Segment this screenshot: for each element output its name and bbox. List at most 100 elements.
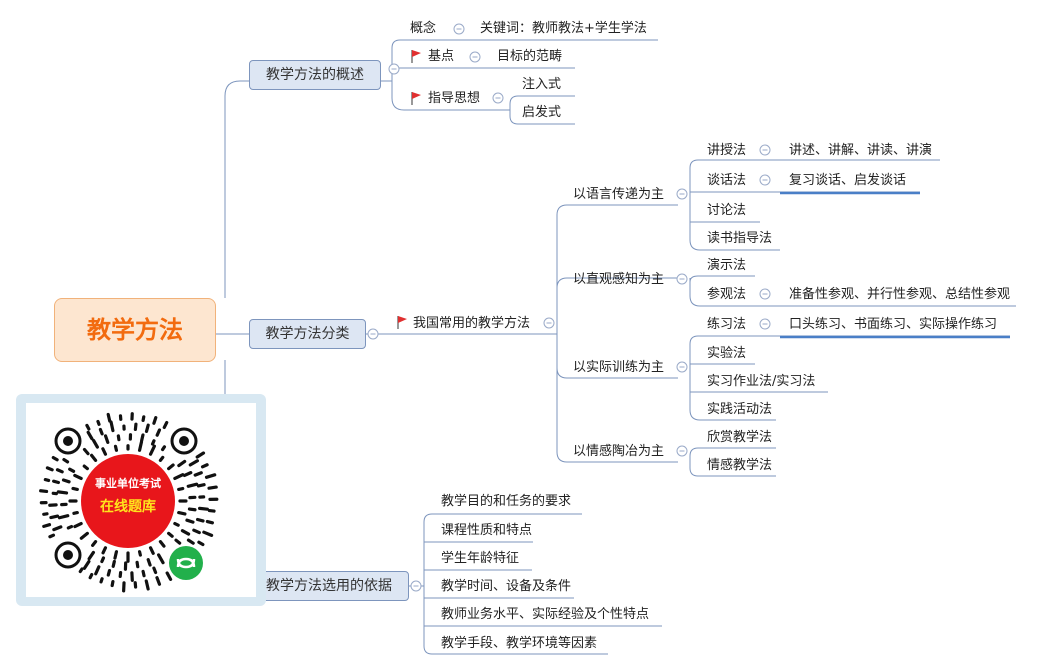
- node-practice-activity[interactable]: 实践活动法: [707, 402, 773, 417]
- qr-dash: [113, 550, 119, 560]
- collapse-icon[interactable]: [366, 327, 380, 341]
- qr-dash: [140, 433, 145, 443]
- node-basis-item[interactable]: 教学手段、教学环境等因素: [441, 636, 598, 651]
- node-injection[interactable]: 注入式: [522, 77, 562, 92]
- qr-dash: [148, 546, 155, 555]
- qr-label-line1: 事业单位考试: [95, 477, 161, 490]
- collapse-icon[interactable]: [542, 316, 556, 330]
- qr-dash: [177, 510, 187, 516]
- node-visit-detail[interactable]: 准备性参观、并行性参观、总结性参观: [789, 287, 1011, 302]
- branch-selection-basis[interactable]: 教学方法选用的依据: [249, 571, 409, 601]
- group-emotion[interactable]: 以情感陶冶为主: [573, 444, 665, 459]
- collapse-icon[interactable]: [452, 22, 466, 36]
- qr-dash: [186, 538, 195, 545]
- qr-dash: [195, 517, 205, 523]
- qr-dash: [99, 577, 104, 584]
- qr-dash: [158, 540, 166, 548]
- group-language[interactable]: 以语言传递为主: [573, 187, 665, 202]
- qr-dash: [55, 468, 64, 474]
- qr-dash: [116, 434, 121, 442]
- qr-dash: [173, 473, 185, 481]
- collapse-icon[interactable]: [675, 187, 689, 201]
- qr-dash: [141, 569, 146, 578]
- collapse-icon[interactable]: [758, 287, 772, 301]
- qr-dash: [197, 540, 205, 547]
- node-concept-detail[interactable]: 关键词：教师教法+学生学法: [480, 21, 647, 36]
- qr-dash: [91, 540, 98, 547]
- qr-dash: [51, 455, 59, 462]
- node-basis-item[interactable]: 课程性质和特点: [441, 523, 533, 538]
- node-basis-detail[interactable]: 目标的范畴: [497, 49, 563, 64]
- qr-code-image[interactable]: [26, 403, 256, 597]
- qr-dash: [82, 464, 89, 471]
- qr-dash: [207, 485, 218, 490]
- qr-dash: [167, 463, 175, 471]
- qr-dash: [87, 550, 96, 561]
- mini-program-icon: [169, 546, 203, 580]
- node-demonstration[interactable]: 演示法: [707, 258, 747, 273]
- qr-dash: [106, 568, 112, 577]
- node-reading-guidance[interactable]: 读书指导法: [707, 231, 773, 246]
- collapse-icon[interactable]: [758, 173, 772, 187]
- node-visit[interactable]: 参观法: [707, 287, 747, 302]
- node-conversation[interactable]: 谈话法: [707, 173, 747, 188]
- collapse-icon[interactable]: [758, 143, 772, 157]
- node-common-methods[interactable]: 我国常用的教学方法: [413, 316, 531, 331]
- collapse-icon[interactable]: [409, 579, 423, 593]
- node-concept[interactable]: 概念: [410, 21, 437, 36]
- qr-dash: [158, 455, 165, 462]
- node-basis-item[interactable]: 教学目的和任务的要求: [441, 494, 572, 509]
- qr-dash: [109, 420, 115, 433]
- node-experiment[interactable]: 实验法: [707, 346, 747, 361]
- qr-dash: [180, 529, 191, 536]
- collapse-icon[interactable]: [758, 317, 772, 331]
- node-exercise-detail[interactable]: 口头练习、书面练习、实际操作练习: [789, 317, 998, 332]
- qr-dash: [133, 422, 138, 431]
- node-heuristic[interactable]: 启发式: [522, 105, 562, 120]
- node-guiding-thought[interactable]: 指导思想: [428, 91, 481, 106]
- qr-dash: [79, 531, 89, 540]
- node-internship[interactable]: 实习作业法/实习法: [707, 374, 816, 389]
- qr-dash: [202, 530, 214, 537]
- node-exercise[interactable]: 练习法: [707, 317, 747, 332]
- collapse-icon[interactable]: [675, 360, 689, 374]
- qr-dash: [106, 412, 112, 423]
- qr-dash: [160, 445, 167, 452]
- qr-dash: [90, 453, 98, 462]
- branch-overview[interactable]: 教学方法的概述: [249, 60, 381, 90]
- collapse-icon[interactable]: [675, 272, 689, 286]
- node-discussion[interactable]: 讨论法: [707, 203, 747, 218]
- branch-classification[interactable]: 教学方法分类: [249, 319, 366, 349]
- qr-dash: [146, 558, 152, 567]
- qr-dash: [48, 533, 56, 539]
- node-lecture-detail[interactable]: 讲述、讲解、讲读、讲演: [789, 143, 933, 158]
- qr-dash: [43, 477, 51, 483]
- node-basis-item[interactable]: 教学时间、设备及条件: [441, 579, 572, 594]
- collapse-icon[interactable]: [491, 91, 505, 105]
- collapse-icon[interactable]: [387, 62, 401, 76]
- root-topic[interactable]: 教学方法: [54, 298, 216, 362]
- node-basis[interactable]: 基点: [428, 49, 455, 64]
- qr-dash: [185, 518, 195, 524]
- node-emotional-teaching[interactable]: 情感教学法: [707, 458, 773, 473]
- qr-dash: [152, 416, 158, 425]
- qr-dash: [98, 427, 104, 436]
- qr-dash: [57, 514, 70, 520]
- qr-dash: [82, 447, 90, 456]
- node-conversation-detail[interactable]: 复习谈话、启发谈话: [789, 173, 907, 188]
- qr-dash: [193, 471, 203, 477]
- qr-dash: [200, 463, 209, 469]
- qr-dash: [177, 459, 187, 468]
- qr-dash: [61, 478, 71, 484]
- node-lecture[interactable]: 讲授法: [707, 143, 747, 158]
- node-appreciation[interactable]: 欣赏教学法: [707, 430, 773, 445]
- collapse-icon[interactable]: [675, 444, 689, 458]
- qr-dash: [92, 438, 99, 449]
- node-basis-item[interactable]: 学生年龄特征: [441, 551, 520, 566]
- qr-dash: [188, 459, 200, 467]
- node-basis-item[interactable]: 教师业务水平、实际经验及个性特点: [441, 607, 650, 622]
- group-practice[interactable]: 以实际训练为主: [573, 360, 665, 375]
- collapse-icon[interactable]: [468, 50, 482, 64]
- group-visual[interactable]: 以直观感知为主: [573, 272, 665, 287]
- qr-dash: [88, 572, 94, 580]
